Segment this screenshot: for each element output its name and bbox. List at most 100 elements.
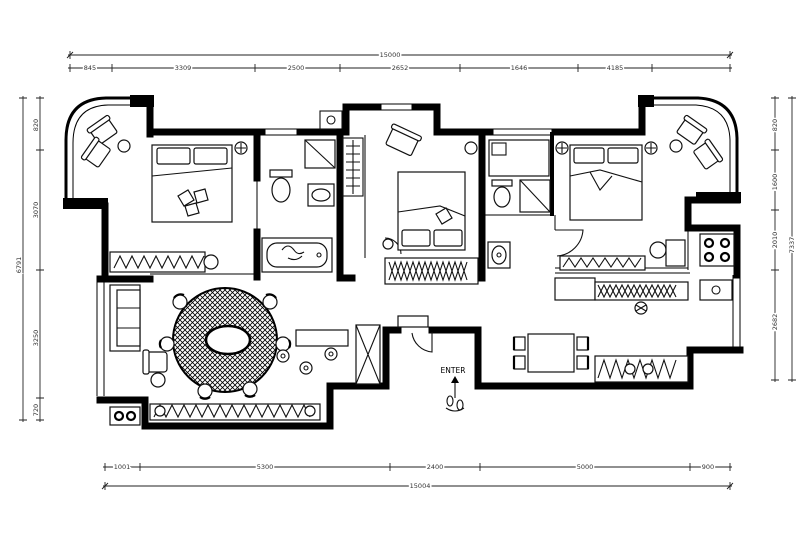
- wall: [411, 103, 494, 136]
- double-bed: [569, 144, 643, 221]
- top-dimension-label: 2652: [392, 64, 409, 72]
- walls: [63, 95, 744, 430]
- hall-cabinet: [384, 257, 479, 285]
- door-swing: [555, 229, 584, 257]
- double-bed-part: [435, 207, 453, 225]
- left-dimension-label: 3070: [32, 202, 40, 219]
- sofa-part: [116, 289, 141, 347]
- double-bed-part: [184, 202, 200, 217]
- kitchen-shelf-part: [594, 281, 689, 301]
- wardrobe-part: [109, 251, 206, 273]
- kitchen-shelf: [594, 281, 689, 301]
- side-table: [669, 139, 683, 153]
- toilet-part: [269, 169, 293, 178]
- right-dimension-label: 2682: [771, 314, 779, 331]
- chair-part: [159, 336, 175, 352]
- round-dining-table-part: [204, 324, 252, 356]
- chair: [172, 293, 188, 310]
- entrance-door-part: [411, 332, 433, 353]
- tv-cabinet-part: [153, 403, 311, 419]
- walk-in-closet-part: [342, 137, 364, 197]
- stove-part: [703, 251, 715, 263]
- nightstand-part: [557, 143, 567, 153]
- bar-stool: [324, 347, 338, 361]
- right-segment-dimensions: 820 1600 2010 2682: [770, 96, 781, 382]
- stove-part: [699, 233, 735, 267]
- right-bay-window: [638, 95, 739, 196]
- top-dimension-label: 845: [84, 64, 96, 72]
- kitchen-sink-part: [711, 285, 721, 295]
- tv-cabinet-part: [154, 405, 166, 417]
- bottom-dimension-label: 900: [702, 463, 714, 471]
- bathtub-part: [281, 245, 305, 261]
- double-bed: [397, 171, 466, 251]
- wall: [296, 103, 382, 136]
- chair-part: [287, 339, 292, 349]
- bottom-segment-dimensions-part: [104, 463, 731, 471]
- tv-cabinet: [149, 403, 321, 421]
- kitchen-cabinet-part: [642, 363, 654, 375]
- window: [732, 275, 741, 348]
- walk-in-closet: [342, 137, 364, 197]
- bottom-dimension-label: 1001: [114, 463, 131, 471]
- left-overall-dimension-label: 6791: [15, 257, 23, 274]
- plant-icon-part: [635, 304, 647, 312]
- stool: [649, 241, 667, 259]
- bay-armchair: [80, 136, 111, 168]
- double-bed-part: [607, 147, 639, 164]
- washbasin: [307, 183, 335, 207]
- bottom-segment-dimensions: 1001 5300 2400 5000 900: [103, 462, 732, 473]
- bar-stool: [299, 361, 313, 375]
- dining-chair-part: [513, 336, 526, 351]
- double-bed-part: [193, 188, 209, 204]
- bathroom-1: [261, 139, 336, 273]
- entrance-label: ENTER: [441, 366, 466, 375]
- entrance-door: [397, 315, 433, 353]
- double-bed-part: [569, 169, 643, 183]
- vanity-cabinet: [491, 142, 507, 156]
- kitchen-cabinet: [594, 355, 689, 383]
- sofa: [109, 284, 141, 352]
- right-dimension-label: 1600: [771, 174, 779, 191]
- right-bay-window-part: [642, 96, 739, 196]
- top-dimension-label: 2500: [288, 64, 305, 72]
- bar-stool: [276, 349, 290, 363]
- entrance-arrow-icon: [451, 376, 459, 398]
- shower: [304, 139, 336, 169]
- bar-stool-part: [303, 365, 309, 371]
- toilet-part: [491, 179, 513, 187]
- round-dining-table: [172, 287, 278, 393]
- wall: [428, 326, 744, 390]
- living-room: [109, 284, 381, 426]
- left-overall-dimension: 6791: [14, 96, 27, 422]
- top-overall-dimension: 15000: [66, 50, 734, 61]
- kitchen: [554, 233, 735, 383]
- hall-cabinet-part: [388, 260, 468, 282]
- wall-block: [63, 198, 108, 209]
- bay-armchair-part: [86, 114, 111, 134]
- wall: [96, 326, 402, 430]
- double-bed-part: [151, 167, 233, 177]
- stove-part: [703, 237, 715, 249]
- chair: [197, 383, 213, 400]
- kitchen-cabinet-part: [594, 355, 689, 383]
- armchair-part: [142, 349, 150, 375]
- double-bed-part: [433, 229, 463, 247]
- chair-part: [199, 396, 211, 400]
- chair: [158, 336, 175, 352]
- storage-cabinet-part: [355, 324, 381, 385]
- bathroom-2: [487, 139, 551, 269]
- armchair: [385, 123, 422, 157]
- wall: [551, 96, 646, 136]
- entrance-door-part: [397, 315, 429, 328]
- entrance: ENTER: [441, 366, 466, 412]
- stove-part: [719, 251, 731, 263]
- footprint-icon: [445, 395, 465, 412]
- top-segment-dimensions: 845 3309 2500 2652 1646 4185: [68, 63, 732, 74]
- bay-armchair-part: [80, 136, 100, 161]
- right-bay-window-part: [638, 95, 654, 107]
- bar-stool-part: [324, 347, 338, 361]
- wardrobe: [559, 255, 646, 271]
- bar-stool-part: [299, 361, 313, 375]
- wardrobe-part: [562, 257, 642, 268]
